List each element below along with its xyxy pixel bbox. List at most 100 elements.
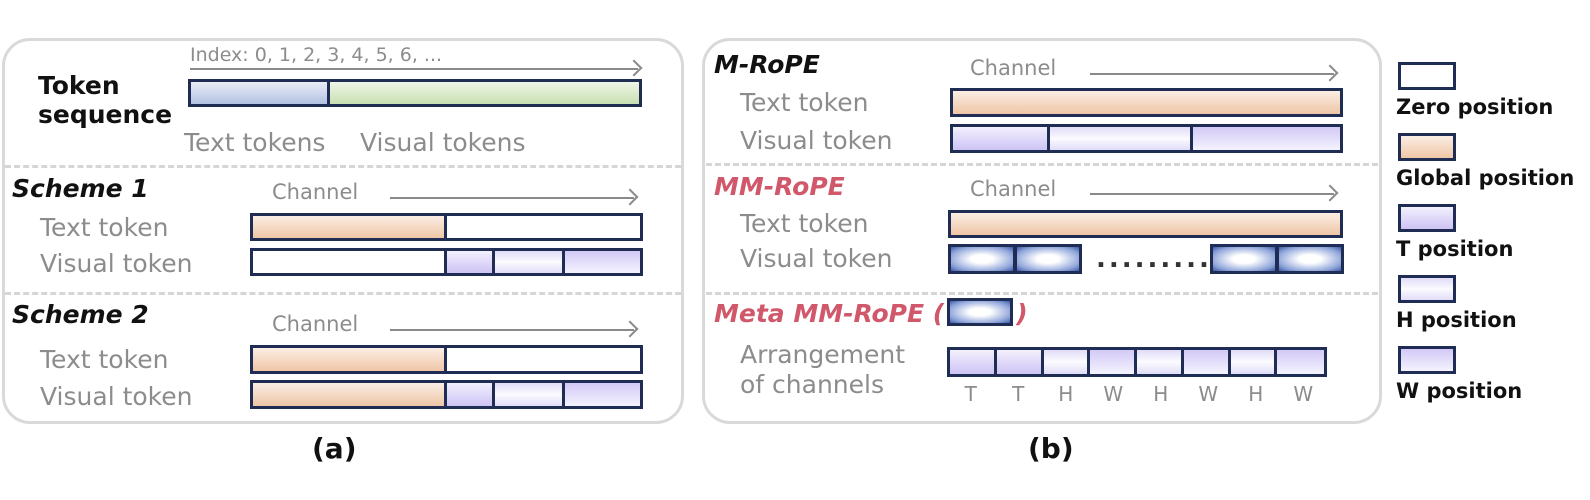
mmrope-ellipsis: .........	[1096, 244, 1212, 274]
channel-label: H	[1058, 382, 1074, 406]
mrope-visual-segment-W	[1192, 127, 1340, 150]
scheme2-visual-row-label: Visual token	[40, 382, 193, 411]
channel-segment-W	[1277, 350, 1324, 374]
token-sequence-segment-visual	[329, 82, 639, 104]
mrope-text-bar	[950, 88, 1343, 117]
channel-label: W	[1198, 382, 1219, 406]
scheme2-text-row-label: Text token	[40, 345, 169, 374]
mmrope-text-bar	[948, 210, 1343, 238]
caption-b: (b)	[1028, 432, 1074, 465]
scheme2-visual-segment-W	[564, 383, 640, 406]
legend-label: T position	[1396, 237, 1514, 261]
arrangement-label: Arrangement of channels	[740, 340, 905, 400]
scheme2-visual-bar	[250, 380, 643, 409]
legend-swatch-global	[1398, 133, 1456, 161]
divider-a-2	[5, 292, 681, 295]
mrope-visual-segment-T	[953, 127, 1050, 150]
scheme1-channel-arrow	[390, 197, 634, 199]
mrope-visual-row-label: Visual token	[740, 126, 893, 155]
scheme2-text-segment-global	[253, 348, 447, 371]
mrope-text-segment-global	[953, 91, 1340, 114]
mrope-axis-label: Channel	[970, 56, 1057, 80]
scheme1-text-segment-zero	[446, 216, 640, 238]
channel-arrangement-bar	[947, 347, 1327, 377]
meta-mmrope-title: Meta MM-RoPE ()	[714, 298, 1028, 328]
channel-segment-H	[1137, 350, 1184, 374]
mmrope-channel-arrow	[1090, 193, 1334, 195]
channel-label: T	[964, 382, 977, 406]
meta-block	[1014, 244, 1082, 274]
channel-label: W	[1293, 382, 1314, 406]
channel-segment-W	[1183, 350, 1231, 374]
meta-block	[1210, 244, 1278, 274]
divider-a-1	[5, 165, 681, 168]
arrangement-label-line2: of channels	[740, 370, 884, 399]
legend-swatch-W	[1398, 346, 1456, 374]
channel-label: W	[1103, 382, 1124, 406]
scheme1-visual-row-label: Visual token	[40, 249, 193, 278]
scheme1-axis-label: Channel	[272, 180, 359, 204]
scheme2-axis-label: Channel	[272, 312, 359, 336]
mmrope-text-row-label: Text token	[740, 209, 869, 238]
meta-mmrope-title-text: Meta MM-RoPE (	[714, 299, 945, 328]
legend-swatch-T	[1398, 204, 1456, 232]
scheme1-visual-segment-T	[446, 251, 495, 273]
scheme2-channel-arrow	[390, 329, 634, 331]
mmrope-text-segment-global	[951, 213, 1340, 235]
scheme1-visual-segment-zero	[253, 251, 447, 273]
meta-block	[948, 244, 1016, 274]
legend-label: H position	[1396, 308, 1517, 332]
scheme1-text-segment-global	[253, 216, 447, 238]
scheme1-title: Scheme 1	[12, 174, 149, 203]
token-sequence-label: Token sequence	[38, 71, 173, 130]
legend-label: W position	[1396, 379, 1523, 403]
channel-segment-H	[1043, 350, 1091, 374]
scheme2-text-bar	[250, 345, 643, 374]
token-sequence-bar	[188, 79, 642, 107]
divider-b-1	[706, 163, 1378, 166]
scheme1-visual-segment-H	[494, 251, 565, 273]
channel-label: H	[1153, 382, 1169, 406]
mmrope-visual-row-label: Visual token	[740, 244, 893, 273]
token-sequence-label-line1: Token	[38, 71, 120, 100]
arrangement-label-line1: Arrangement	[740, 340, 906, 369]
index-arrow	[190, 68, 638, 70]
index-axis-label: Index: 0, 1, 2, 3, 4, 5, 6, ...	[190, 44, 443, 66]
mmrope-visual-blocks-right	[1210, 244, 1344, 274]
scheme1-visual-segment-W	[564, 251, 640, 273]
visual-tokens-label: Visual tokens	[360, 128, 526, 157]
mrope-text-row-label: Text token	[740, 88, 869, 117]
mmrope-visual-blocks-left	[948, 244, 1082, 274]
channel-segment-T	[996, 350, 1044, 374]
scheme2-title: Scheme 2	[12, 300, 149, 329]
scheme1-text-row-label: Text token	[40, 213, 169, 242]
mmrope-axis-label: Channel	[970, 177, 1057, 201]
meta-block	[1276, 244, 1344, 274]
mrope-channel-arrow	[1090, 73, 1334, 75]
divider-b-2	[706, 292, 1378, 295]
legend-swatch-zero	[1398, 62, 1456, 90]
channel-label: H	[1248, 382, 1264, 406]
scheme1-text-bar	[250, 213, 643, 241]
text-tokens-label: Text tokens	[184, 128, 326, 157]
scheme2-text-segment-zero	[446, 348, 640, 371]
mmrope-title: MM-RoPE	[714, 172, 845, 201]
scheme2-visual-segment-T	[446, 383, 495, 406]
scheme2-visual-segment-H	[494, 383, 565, 406]
token-sequence-label-line2: sequence	[38, 99, 173, 129]
channel-label: T	[1012, 382, 1025, 406]
mrope-visual-segment-H	[1049, 127, 1193, 150]
scheme1-visual-bar	[250, 248, 643, 276]
mrope-visual-bar	[950, 124, 1343, 153]
legend-swatch-H	[1398, 275, 1456, 303]
legend-label: Zero position	[1396, 95, 1554, 119]
scheme2-visual-segment-global	[253, 383, 447, 406]
legend-label: Global position	[1396, 166, 1575, 190]
token-sequence-segment-text	[191, 82, 330, 104]
meta-mmrope-title-close: )	[1016, 299, 1028, 328]
caption-a: (a)	[312, 432, 357, 465]
mrope-title: M-RoPE	[714, 50, 820, 79]
channel-segment-W	[1090, 350, 1137, 374]
